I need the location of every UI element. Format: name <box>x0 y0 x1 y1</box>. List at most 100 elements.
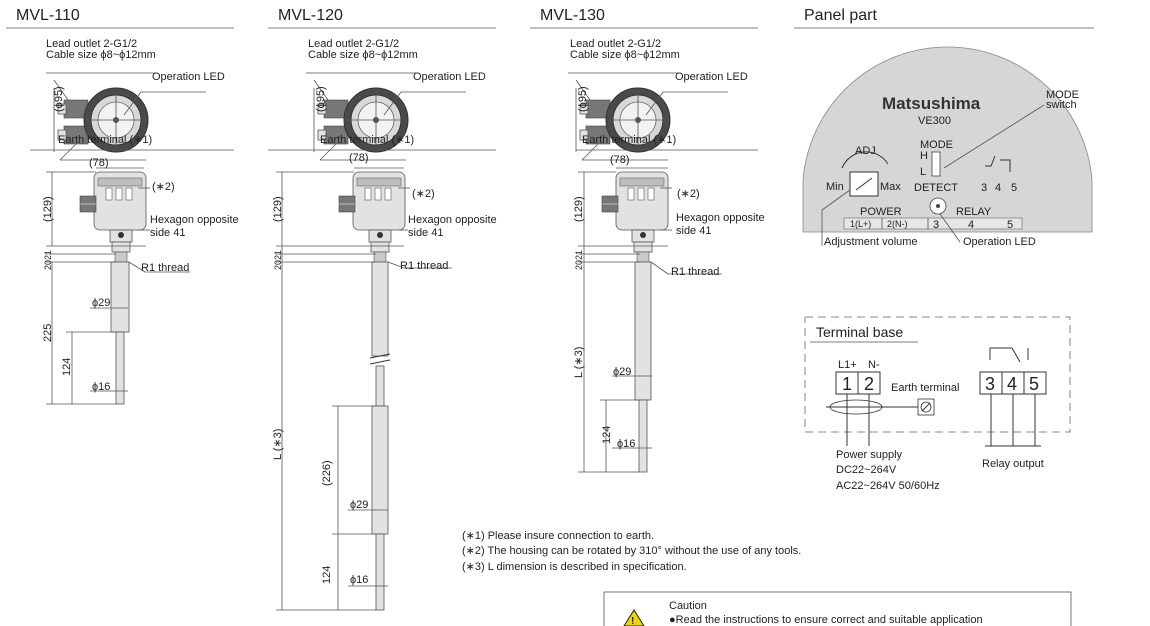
drawing-label: Lead outlet 2-G1/2 <box>570 38 661 50</box>
top-view-labels-120: Lead outlet 2-G1/2 Cable size ϕ8~ϕ12mm O… <box>308 38 486 146</box>
heading-panel-part: Panel part <box>804 7 877 24</box>
drawing-label: ϕ16 <box>350 574 368 586</box>
drawing-label: N- <box>868 359 880 371</box>
drawing-label: (78) <box>349 152 369 164</box>
top-view-mvl-120 <box>305 72 467 161</box>
drawing-label: (226) <box>321 460 333 486</box>
drawing-label: Operation LED <box>963 236 1036 248</box>
drawing-label: Adjustment volume <box>824 236 918 248</box>
drawing-label: 21 <box>574 250 584 260</box>
drawing-label: R1 thread <box>671 266 719 278</box>
heading-mvl-130: MVL-130 <box>540 7 605 24</box>
drawing-label: 2 <box>864 374 874 394</box>
drawing-label: (78) <box>610 154 630 166</box>
drawing-label: Operation LED <box>413 71 486 83</box>
drawing-label: L (∗3) <box>573 347 585 378</box>
drawing-label: (ϕ95) <box>53 86 65 112</box>
drawing-label: 225 <box>42 324 54 342</box>
drawing-label: 124 <box>601 426 613 444</box>
drawing-label: Relay output <box>982 458 1044 470</box>
drawing-label: Lead outlet 2-G1/2 <box>46 38 137 50</box>
brand-logo: Matsushima <box>882 94 981 113</box>
panel-face: Matsushima VE300 MODE switch MODE H L AD… <box>802 46 1093 248</box>
drawing-label: (∗3) L dimension is described in specifi… <box>462 561 687 573</box>
drawing-label: Power supply <box>836 449 903 461</box>
drawing-label: 124 <box>61 358 73 376</box>
drawing-label: 3 <box>985 374 995 394</box>
drawing-label: Hexagon opposite <box>676 212 765 224</box>
side-view-mvl-120: (78) (∗2) Hexagon opposite side 41 R1 th… <box>268 149 497 611</box>
drawing-label: Earth terminal <box>891 382 959 394</box>
drawing-label: 5 <box>1011 182 1017 194</box>
drawing-label: DC22~264V <box>836 464 897 476</box>
footnotes: (∗1) Please insure connection to earth. … <box>462 530 801 573</box>
drawing-label: switch <box>1046 99 1077 111</box>
drawing-label: ϕ29 <box>613 366 631 378</box>
top-view-labels-130: Lead outlet 2-G1/2 Cable size ϕ8~ϕ12mm O… <box>570 38 748 146</box>
drawing-label: Min <box>826 181 844 193</box>
drawing-label: 124 <box>321 566 333 584</box>
warning-icon <box>623 609 645 626</box>
drawing-label: VE300 <box>918 115 951 127</box>
terminal-base-title: Terminal base <box>816 324 903 340</box>
drawing-label: ϕ29 <box>92 297 110 309</box>
terminal-base: Terminal base L1+ N- 1 2 Earth terminal … <box>804 316 1071 492</box>
drawing-label: MODE <box>920 139 953 151</box>
drawing-label: Lead outlet 2-G1/2 <box>308 38 399 50</box>
drawing-label: R1 thread <box>400 260 448 272</box>
drawing-label: RELAY <box>956 206 992 218</box>
drawing-label: Earth terminal (∗1) <box>58 134 152 146</box>
drawing-label: 5 <box>1029 374 1039 394</box>
drawing-label: 1(L+) <box>850 219 871 229</box>
svg-text:!: ! <box>631 616 634 626</box>
drawing-label: 4 <box>995 182 1001 194</box>
drawing-label: 20 <box>43 260 53 270</box>
dim-width: (78) <box>89 157 109 169</box>
drawing-label: Hexagon opposite <box>150 214 239 226</box>
drawing-label: AC22~264V 50/60Hz <box>836 480 940 492</box>
drawing-label: ϕ29 <box>350 499 368 511</box>
drawing-label: L (∗3) <box>272 429 284 460</box>
drawing-label: DETECT <box>914 182 958 194</box>
drawing-label: Cable size ϕ8~ϕ12mm <box>46 49 156 61</box>
drawing-label: (∗2) <box>677 188 700 200</box>
drawing-label: ϕ16 <box>92 381 110 393</box>
drawing-label: R1 thread <box>141 262 189 274</box>
top-view-mvl-110 <box>45 72 207 161</box>
drawing-label: (129) <box>272 196 284 222</box>
drawing-label: Earth terminal (∗1) <box>320 134 414 146</box>
note-2: (∗2) <box>152 181 175 193</box>
drawing-label: (129) <box>573 196 585 222</box>
drawing-label: 4 <box>968 219 974 231</box>
caution-box: ! Caution ●Read the instructions to ensu… <box>603 591 1072 626</box>
drawing-label: POWER <box>860 206 902 218</box>
drawing-label: 20 <box>574 260 584 270</box>
top-view-mvl-130 <box>567 72 729 161</box>
drawing-label: ●Read the instructions to ensure correct… <box>669 614 983 626</box>
drawing-label: 1 <box>842 374 852 394</box>
heading-mvl-120: MVL-120 <box>278 7 343 24</box>
drawing-label: 5 <box>1007 219 1013 231</box>
drawing-label: side 41 <box>150 227 185 239</box>
drawing-label: L <box>920 166 926 178</box>
drawing-label: MODE <box>1046 89 1079 101</box>
drawing-label: Cable size ϕ8~ϕ12mm <box>308 49 418 61</box>
drawing-label: H <box>920 150 928 162</box>
drawing-label: 4 <box>1007 374 1017 394</box>
drawing-label: ADJ <box>855 145 876 157</box>
top-view-labels-110: Lead outlet 2-G1/2 Cable size ϕ8~ϕ12mm O… <box>46 38 225 146</box>
drawing-label: 2(N-) <box>887 219 908 229</box>
side-view-mvl-110: (78) (∗2) Hexagon opposite side 41 R1 th… <box>30 149 239 405</box>
drawing-label: 21 <box>273 250 283 260</box>
drawing-label: side 41 <box>408 227 443 239</box>
mode-switch-icon <box>931 151 941 177</box>
drawing-label: (ϕ95) <box>577 86 589 112</box>
drawing-label: ϕ16 <box>617 438 635 450</box>
drawing-label: Caution <box>669 600 707 612</box>
heading-mvl-110: MVL-110 <box>16 7 80 24</box>
drawing-label: Max <box>880 181 901 193</box>
drawing-label: 3 <box>981 182 987 194</box>
drawing-label: Earth terminal (∗1) <box>582 134 676 146</box>
